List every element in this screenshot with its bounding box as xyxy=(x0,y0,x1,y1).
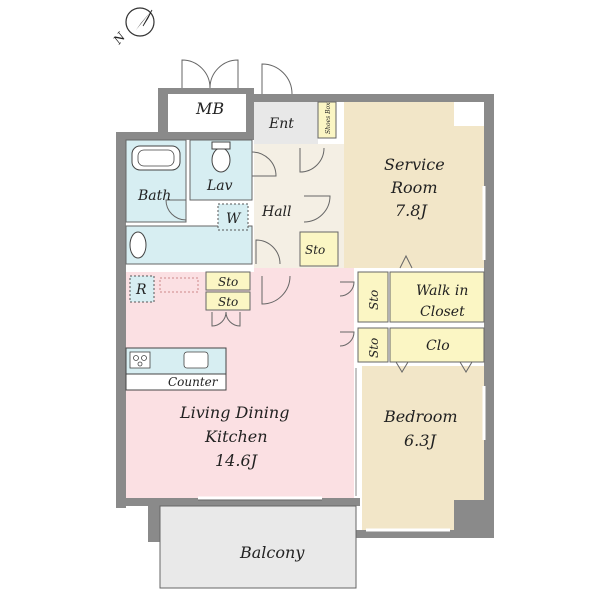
clo-area xyxy=(389,327,485,363)
left-wall xyxy=(116,132,126,508)
top-wall xyxy=(254,94,492,102)
mb-area xyxy=(168,94,246,132)
sto-kitchen-2-area xyxy=(205,291,251,311)
mb-label: MB xyxy=(195,99,224,118)
compass-needle-icon xyxy=(136,10,152,30)
refrigerator-label: R xyxy=(135,282,147,298)
door-wic xyxy=(399,254,413,269)
refrigerator-area xyxy=(129,275,155,303)
door-bath xyxy=(165,199,187,221)
balcony-area xyxy=(159,505,357,589)
bedroom-size: 6.3J xyxy=(404,431,437,450)
door-ldk xyxy=(261,275,291,305)
bottom-wall-ldk xyxy=(116,498,360,506)
sto-kitchen-1-label: Sto xyxy=(218,275,238,289)
sto-wic-area xyxy=(357,271,389,323)
compass-ring-icon xyxy=(125,7,155,37)
shoes-box-label: Shoes Box xyxy=(325,102,332,134)
toilet-icon xyxy=(211,147,231,173)
sto-hall-area xyxy=(299,231,339,267)
labels: MB Ent Shoes Box Lav Bath W Hall Service… xyxy=(135,99,468,562)
clo-label: Clo xyxy=(426,338,450,354)
w-label: W xyxy=(226,211,242,227)
door-sto-wic xyxy=(339,281,355,297)
door-clo-right xyxy=(459,361,473,373)
ldk-label-2: Kitchen xyxy=(204,427,268,446)
service-room-label-1: Service xyxy=(384,155,445,174)
bedroom-area xyxy=(362,366,484,530)
room-fills xyxy=(125,94,485,589)
door-mb-right xyxy=(209,59,239,89)
counter-bar xyxy=(125,373,227,391)
burner-icon xyxy=(133,355,139,361)
compass-needle-tail-icon xyxy=(142,9,153,27)
sto-kitchen-2-label: Sto xyxy=(218,295,238,309)
hall-label: Hall xyxy=(261,204,292,220)
toilet-tank-icon xyxy=(211,141,231,150)
compass: N xyxy=(110,7,155,48)
burner-icon xyxy=(141,355,147,361)
entrance-area xyxy=(254,102,318,144)
ent-label: Ent xyxy=(268,116,294,132)
bath-label: Bath xyxy=(137,188,171,204)
service-room-label-2: Room xyxy=(390,178,437,197)
bottom-wall-bedroom xyxy=(356,530,494,538)
sto-clo-label: Sto xyxy=(367,338,381,358)
lav-label: Lav xyxy=(206,178,233,194)
sink-icon xyxy=(183,351,209,369)
wic-label-1: Walk in xyxy=(416,283,468,299)
door-shoes xyxy=(299,147,325,173)
shoes-box-area xyxy=(317,101,337,139)
walk-in-closet-area xyxy=(389,271,485,323)
ldk-area xyxy=(126,268,354,498)
ldk-size: 14.6J xyxy=(215,451,259,470)
upper-left-wall xyxy=(116,132,254,140)
bathtub-inner-icon xyxy=(137,149,175,167)
door-washroom xyxy=(255,239,281,265)
wic-label-2: Closet xyxy=(420,304,465,320)
door-service-room xyxy=(303,195,331,223)
sto-clo-area xyxy=(357,327,389,363)
washroom-area xyxy=(125,225,253,265)
bedroom-label: Bedroom xyxy=(383,407,458,426)
right-wall xyxy=(484,94,494,534)
sto-hall-label: Sto xyxy=(305,243,325,257)
balcony-label: Balcony xyxy=(239,543,305,562)
service-room-area xyxy=(344,102,484,268)
washer-area xyxy=(217,203,249,231)
door-clo-left xyxy=(395,361,409,373)
basin-icon xyxy=(129,231,147,259)
sto-kitchen-1-area xyxy=(205,271,251,291)
balcony-post-right xyxy=(454,500,494,538)
door-lav xyxy=(251,151,277,177)
bathtub-icon xyxy=(131,145,181,171)
doors xyxy=(165,59,473,373)
door-sto-clo xyxy=(339,331,355,347)
fixtures xyxy=(125,141,486,532)
compass-north-label: N xyxy=(110,29,128,47)
service-room-size: 7.8J xyxy=(395,201,428,220)
door-mb-left xyxy=(181,59,211,89)
door-sto-kitchen-b xyxy=(225,311,241,327)
counter-label: Counter xyxy=(168,375,219,389)
cabinet-outline xyxy=(159,277,199,293)
burner-icon xyxy=(137,361,143,367)
door-entrance xyxy=(261,63,293,95)
ldk-label-1: Living Dining xyxy=(179,403,289,422)
sto-wic-label: Sto xyxy=(367,290,381,310)
